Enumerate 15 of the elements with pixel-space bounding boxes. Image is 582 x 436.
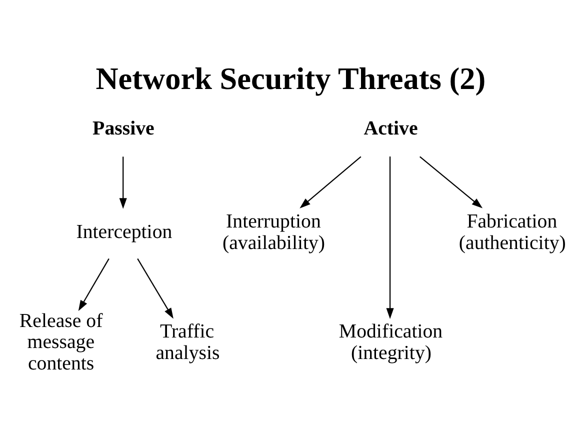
node-text: Interruption (availability) <box>222 210 326 254</box>
diagram-title: Network Security Threats (2) <box>96 60 486 96</box>
arrow <box>119 156 127 209</box>
arrow <box>420 156 483 208</box>
node-text: Passive <box>92 118 154 140</box>
node-text: Active <box>364 118 418 140</box>
arrow <box>137 258 174 319</box>
node-text: Modification (integrity) <box>338 320 443 364</box>
node-text: Traffic analysis <box>156 320 220 364</box>
arrow <box>78 258 110 312</box>
node-text: Release of message contents <box>19 310 103 375</box>
node-text: Fabrication (authenticity) <box>458 210 566 254</box>
arrow <box>386 156 394 319</box>
node-text: Interception <box>76 221 172 244</box>
arrow <box>300 156 362 208</box>
